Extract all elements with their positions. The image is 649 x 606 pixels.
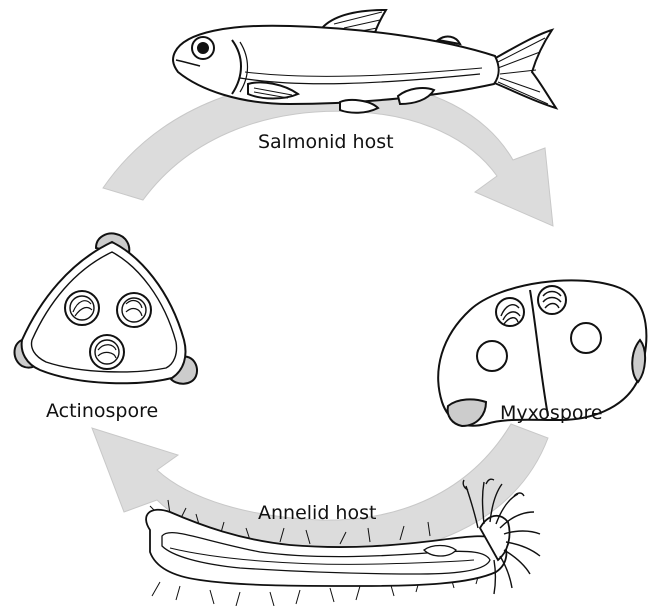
- myxospore-sporoplasm-1: [477, 341, 507, 371]
- actinospore-capsule-1: [65, 291, 99, 325]
- fish-illustration: [173, 10, 556, 113]
- myxospore-capsule-2: [538, 286, 566, 314]
- label-salmonid-host: Salmonid host: [258, 131, 394, 153]
- label-annelid-host: Annelid host: [258, 502, 376, 524]
- actinospore-capsule-2: [117, 293, 151, 327]
- actinospore-illustration: [15, 234, 198, 384]
- label-myxospore: Myxospore: [500, 402, 603, 424]
- actinospore-capsule-3: [90, 335, 124, 369]
- label-actinospore: Actinospore: [46, 400, 158, 422]
- myxospore-sporoplasm-2: [571, 323, 601, 353]
- myxospore-capsule-1: [496, 298, 524, 326]
- fish-tail: [492, 30, 556, 108]
